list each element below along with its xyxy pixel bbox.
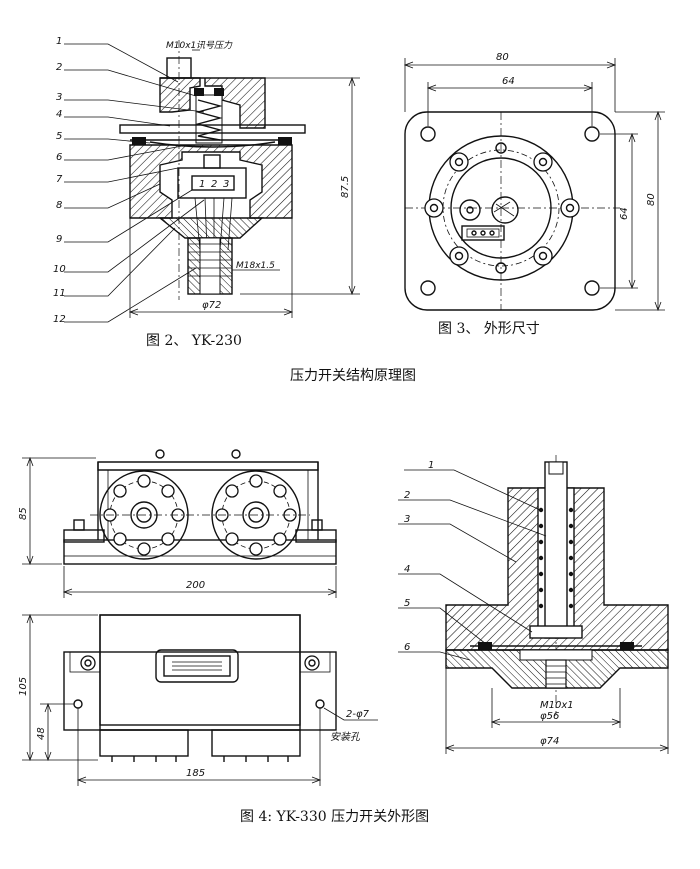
fig2-callout-8: 8: [56, 200, 62, 211]
fig3-dim-outer-w: 80: [496, 52, 509, 63]
fig2-callout-7: 7: [56, 174, 63, 185]
fig2-dimensions: M10x1 讯号压力 87.5 M18x1.5 φ72: [128, 40, 360, 318]
fig3-dim-inner-h: 64: [619, 207, 630, 220]
fig3-caption: 图 3、 外形尺寸: [438, 321, 540, 337]
fig4-callout-4: 4: [404, 564, 410, 575]
fig4-spring: [538, 507, 574, 609]
group-caption: 压力开关结构原理图: [290, 368, 416, 384]
fig4-top-dimensions: 105 48 185 2-φ7 安装孔: [18, 613, 378, 786]
fig2-terminal-1: 1: [199, 179, 205, 190]
fig4-section-view: [445, 455, 669, 715]
fig4-section-thread: M10x1: [540, 700, 574, 711]
fig4-callout-3: 3: [404, 514, 410, 525]
fig3-dim-outer-h: 80: [646, 193, 657, 206]
fig2-callout-9: 9: [56, 234, 62, 245]
fig4-hole-note2: 安装孔: [330, 731, 361, 743]
fig2-dim-thread: M18x1.5: [236, 261, 275, 271]
fig4-callout-1: 1: [428, 460, 434, 471]
fig4-section-callouts: 1 2 3 4 5 6: [398, 460, 547, 661]
fig4-top-view: [63, 614, 337, 762]
fig4-dim-width-top: 200: [186, 580, 205, 591]
fig4-callout-6: 6: [404, 642, 410, 653]
fig2-top-thread: M10x1: [166, 41, 196, 51]
fig4-section-dim-outer: φ74: [540, 736, 559, 747]
fig3-dim-inner-w: 64: [502, 76, 515, 87]
fig2-callout-5: 5: [56, 131, 62, 142]
fig4-section-dimensions: M10x1 φ56 φ74: [444, 668, 670, 754]
spring: [194, 88, 224, 144]
fig4-front-dimensions: 85 200: [18, 456, 338, 598]
fig3-bolt-ring: [424, 142, 580, 274]
fig4-dim-height-bottom: 105: [18, 677, 29, 696]
fig2-callout-12: 12: [53, 314, 66, 325]
fig2-callout-4: 4: [56, 109, 62, 120]
fig4-section-dim-inner: φ56: [540, 711, 559, 722]
fig4-front-view: [63, 449, 337, 565]
fig4-hole-note: 2-φ7: [346, 709, 370, 720]
fig2-dim-bottom: φ72: [202, 300, 221, 311]
fig2-terminal-2: 2: [211, 179, 217, 190]
fig2-section-view: 1 2 3: [119, 40, 306, 300]
fig3-dimensions: 80 64 80 64: [403, 52, 665, 312]
fig2-callouts: 1 2 3 4 5 6 7 8 9 10 11 12: [53, 36, 205, 325]
fig2-caption: 图 2、 YK-230: [146, 333, 242, 349]
fig2-callout-1: 1: [56, 36, 62, 47]
fig2-terminal-3: 3: [223, 179, 229, 190]
fig4-dim-height-top: 85: [18, 507, 29, 520]
fig2-dim-height: 87.5: [340, 176, 351, 198]
fig2-signal-pressure: 讯号压力: [196, 40, 233, 51]
fig4-caption: 图 4: YK-330 压力开关外形图: [240, 809, 430, 825]
fig4-dim-width-bottom: 185: [186, 768, 205, 779]
fig4-callout-2: 2: [404, 490, 410, 501]
fig4-callout-5: 5: [404, 598, 410, 609]
fig3-outline-view: [404, 111, 620, 311]
fig2-callout-3: 3: [56, 92, 62, 103]
fig2-callout-10: 10: [53, 264, 66, 275]
fig2-callout-6: 6: [56, 152, 62, 163]
fig2-callout-11: 11: [53, 288, 66, 299]
fig4-dim-small: 48: [36, 727, 47, 740]
fig2-callout-2: 2: [56, 62, 62, 73]
